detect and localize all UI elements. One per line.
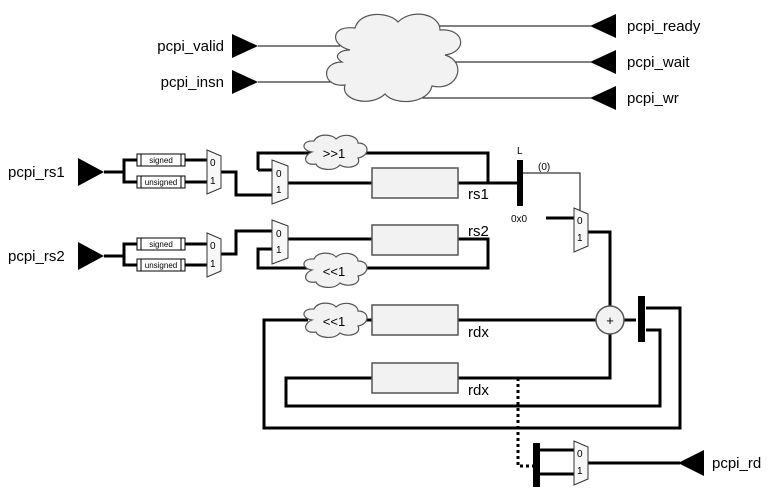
shift-left-rdx-cloud: [303, 302, 368, 338]
pcpi-wait-arrow-icon: [590, 50, 616, 74]
registers: rs1 rs2 rdx rdx: [371, 167, 489, 399]
rs1-signed-label: signed: [149, 156, 173, 165]
svg-text:0: 0: [276, 229, 282, 240]
pcpi-insn-arrow-icon: [232, 70, 258, 94]
port-label-pcpi-rs2: pcpi_rs2: [8, 248, 65, 265]
rs2-unsigned-label: unsigned: [145, 261, 177, 270]
port-label-pcpi-rd: pcpi_rd: [712, 455, 761, 472]
port-label-pcpi-wr: pcpi_wr: [627, 90, 679, 107]
latches: [517, 160, 645, 487]
svg-text:1: 1: [210, 259, 216, 270]
rs1-signed-extender: [136, 153, 186, 167]
shift-right-cloud: [303, 134, 368, 170]
rs2-sign-mux: [206, 232, 222, 278]
register-label-rs2: rs2: [468, 223, 489, 240]
pcpi-rd-arrow-icon: [678, 450, 704, 476]
multiplexers: 0 1 0 1 0 1 0 1 0 1 0 1: [206, 149, 589, 486]
svg-text:0: 0: [276, 169, 282, 180]
input-ports: pcpi_rs1 pcpi_rs2: [8, 158, 104, 270]
svg-text:0: 0: [210, 158, 216, 169]
register-label-rdx-2: rdx: [468, 382, 489, 399]
paren-zero-label: (0): [538, 162, 550, 173]
pcpi-wr-arrow-icon: [590, 86, 616, 110]
adder-label: +: [606, 313, 614, 328]
rs1-unsigned-extender: [136, 175, 186, 189]
register-rs2: [371, 224, 459, 256]
register-rs1: [371, 167, 459, 199]
rs1-sign-mux: [206, 149, 222, 195]
pcpi-rs1-arrow-icon: [78, 158, 104, 186]
sign-extenders: signed unsigned signed unsigned: [136, 153, 186, 272]
svg-text:1: 1: [276, 185, 282, 196]
svg-text:0: 0: [210, 241, 216, 252]
port-label-pcpi-rs1: pcpi_rs1: [8, 164, 65, 181]
port-label-pcpi-wait: pcpi_wait: [627, 54, 690, 71]
control-logic-cloud: [326, 13, 462, 103]
rs2-unsigned-extender: [136, 258, 186, 272]
output-mux: [573, 440, 589, 486]
rs2-load-mux: [271, 219, 289, 265]
svg-text:1: 1: [577, 466, 583, 477]
svg-text:0: 0: [577, 449, 583, 460]
hex-zero-label: 0x0: [511, 214, 528, 225]
rs2-signed-label: signed: [149, 240, 173, 249]
rs1-load-mux: [271, 159, 289, 205]
pcpi-ready-arrow-icon: [590, 14, 616, 38]
register-rdx-2: [371, 362, 459, 394]
control-section: pcpi_valid pcpi_insn pcpi_ready pcpi_wai…: [157, 13, 701, 110]
register-rdx-1: [371, 304, 459, 336]
shift-left-rs2-cloud: [303, 252, 368, 288]
svg-text:0: 0: [577, 216, 583, 227]
rs1-latch-bar: [517, 160, 523, 206]
adder-circle: [595, 305, 625, 335]
shift-left-rdx-label: <<1: [323, 314, 345, 329]
port-label-pcpi-insn: pcpi_insn: [161, 74, 224, 91]
svg-text:1: 1: [577, 233, 583, 244]
register-label-rdx-1: rdx: [468, 324, 489, 341]
rdx-merge-bar: [638, 296, 645, 342]
adder: +: [595, 305, 625, 335]
pcpi-valid-arrow-icon: [232, 34, 258, 58]
dotted-carry-path: [458, 376, 536, 468]
shifters: >>1 <<1 <<1: [303, 134, 368, 338]
svg-text:1: 1: [276, 245, 282, 256]
register-label-rs1: rs1: [468, 186, 489, 203]
datapath-wires: [104, 151, 682, 476]
adder-select-mux: [573, 207, 589, 253]
port-label-pcpi-valid: pcpi_valid: [157, 38, 224, 55]
svg-text:1: 1: [210, 176, 216, 187]
shift-right-label: >>1: [323, 146, 345, 161]
latch-label: L: [517, 146, 523, 157]
rs2-signed-extender: [136, 237, 186, 251]
output-port: pcpi_rd: [678, 450, 761, 476]
rs1-unsigned-label: unsigned: [145, 178, 177, 187]
port-label-pcpi-ready: pcpi_ready: [627, 18, 701, 35]
output-merge-bar: [533, 443, 540, 487]
shift-left-rs2-label: <<1: [323, 264, 345, 279]
pcpi-rs2-arrow-icon: [78, 242, 104, 270]
